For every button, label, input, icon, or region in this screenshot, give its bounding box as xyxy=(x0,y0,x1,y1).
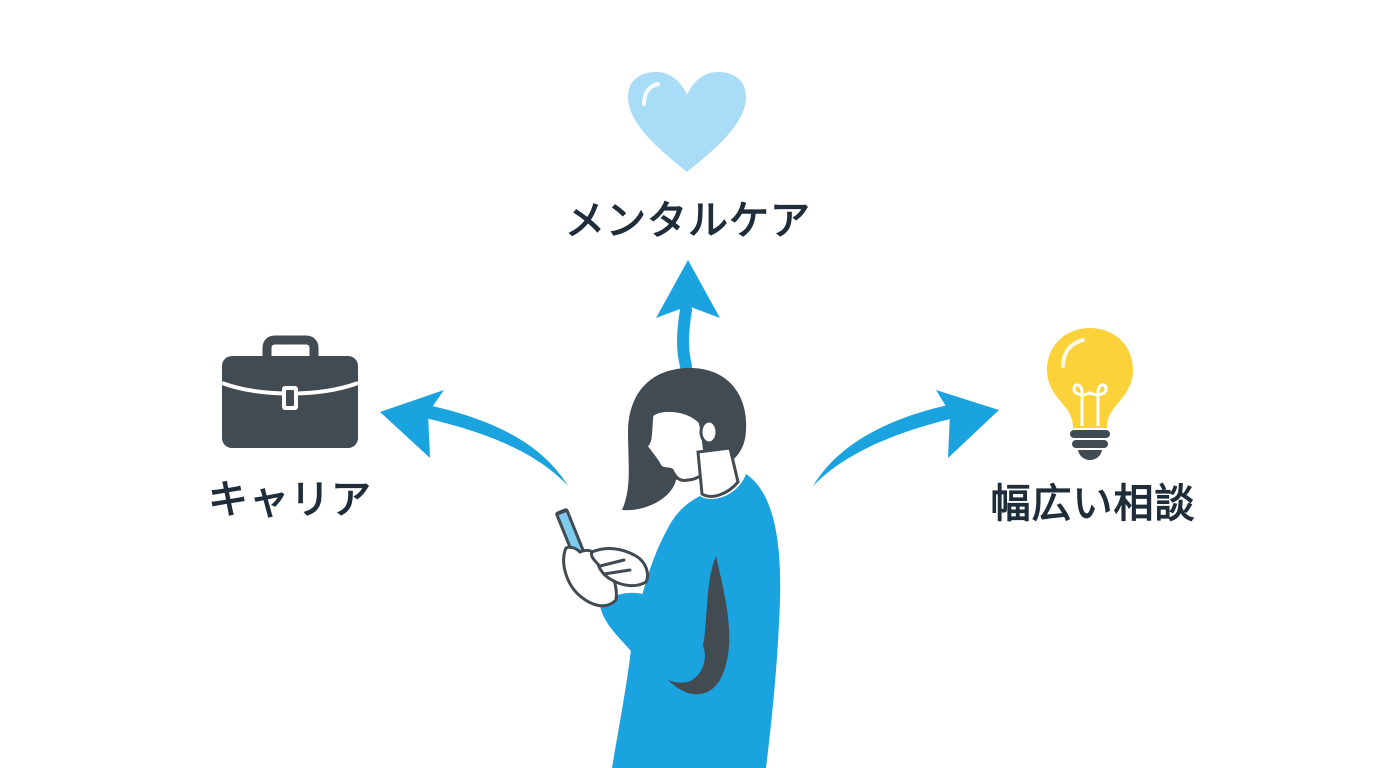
person-forearm xyxy=(600,592,705,683)
bulb-glass xyxy=(1047,328,1133,428)
heart-shine xyxy=(642,82,660,106)
person-finger-lines xyxy=(598,558,632,576)
bulb-base-tip xyxy=(1078,450,1102,460)
arrow-left-body xyxy=(423,404,568,486)
briefcase-icon xyxy=(221,335,359,448)
arrow-left-icon xyxy=(380,390,568,486)
arrow-up-stem xyxy=(677,304,692,372)
bulb-base-1 xyxy=(1070,430,1110,438)
label-mental-care: メンタルケア xyxy=(565,198,811,244)
arrow-right-body xyxy=(813,404,954,486)
briefcase-handle xyxy=(262,335,319,362)
phone-screen xyxy=(558,512,583,556)
arrow-up-head xyxy=(656,260,720,318)
arrow-right-icon xyxy=(813,390,999,486)
person-neck xyxy=(696,446,740,498)
arrow-right-head xyxy=(936,390,999,458)
person-with-phone xyxy=(555,368,781,768)
arrow-up-icon xyxy=(656,260,720,372)
briefcase-clasp-inner xyxy=(286,390,294,406)
label-consultation: 幅広い相談 xyxy=(990,481,1196,527)
person-body xyxy=(612,474,781,768)
heart-icon xyxy=(628,72,746,172)
bulb-shine xyxy=(1061,338,1085,368)
person-hand-right xyxy=(590,547,650,588)
bulb-filament xyxy=(1072,383,1108,426)
bulb-base-2 xyxy=(1072,440,1108,448)
label-career: キャリア xyxy=(208,477,372,523)
lightbulb-icon xyxy=(1047,328,1133,460)
heart-shape xyxy=(628,72,746,172)
arrow-left-head xyxy=(380,390,444,458)
person-ear xyxy=(699,419,719,445)
